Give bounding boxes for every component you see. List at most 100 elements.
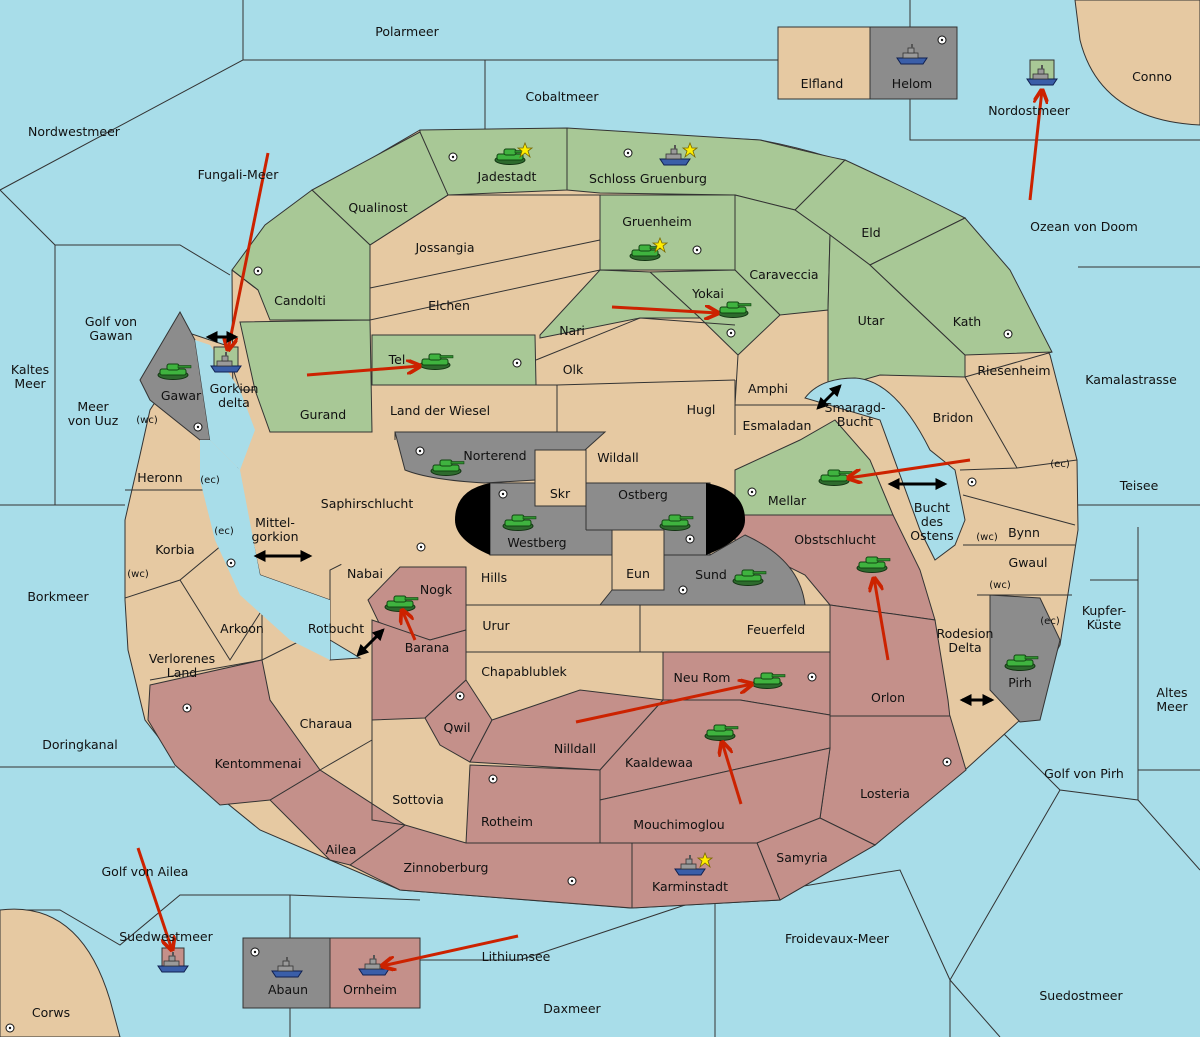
label-amphi: Amphi (748, 381, 788, 396)
supply-center-icon (967, 477, 977, 487)
label-kaaldewaa: Kaaldewaa (625, 755, 693, 770)
supply-center-icon (942, 757, 952, 767)
supply-center-icon (807, 672, 817, 682)
label-polarmeer: Polarmeer (375, 24, 439, 39)
impassable-west (455, 483, 490, 555)
region-candolti[interactable] (231, 189, 371, 321)
label-eld: Eld (861, 225, 880, 240)
region-corws[interactable] (0, 908, 121, 1037)
region-conno[interactable] (1074, 0, 1200, 126)
label-daxmeer: Daxmeer (543, 1001, 601, 1016)
supply-center-icon (567, 876, 577, 886)
region-orlon[interactable] (829, 604, 951, 719)
label-gruenheim: Gruenheim (622, 214, 692, 229)
supply-center-icon (498, 489, 508, 499)
label-eun: Eun (626, 566, 650, 581)
label-borkmeer: Borkmeer (27, 589, 89, 604)
label-charaua: Charaua (300, 716, 353, 731)
label-arkoon: Arkoon (220, 621, 264, 636)
region-eun[interactable] (611, 529, 665, 591)
supply-center-icon (455, 691, 465, 701)
label-losteria: Losteria (860, 786, 910, 801)
label-caraveccia: Caraveccia (749, 267, 818, 282)
label-skr: Skr (550, 486, 571, 501)
label-esmaladan: Esmaladan (743, 418, 812, 433)
label-norterend: Norterend (463, 448, 526, 463)
region-gruenheim[interactable] (599, 194, 736, 271)
move-arrow (874, 578, 890, 661)
label-golf-ailea: Golf von Ailea (102, 864, 189, 879)
region-skr[interactable] (534, 449, 587, 507)
label-hills: Hills (481, 570, 507, 585)
label-riesenheim: Riesenheim (977, 363, 1050, 378)
label-kupfer: Kupfer-Küste (1082, 603, 1126, 632)
label-neu-rom: Neu Rom (674, 670, 731, 685)
label-hugl: Hugl (687, 402, 716, 417)
label-golf-pirh: Golf von Pirh (1044, 766, 1124, 781)
supply-center-icon (692, 245, 702, 255)
label-tel: Tel (388, 352, 406, 367)
label-elchen: Elchen (428, 298, 470, 313)
label-westberg: Westberg (507, 535, 566, 550)
move-arrow (402, 610, 417, 641)
supply-center-icon (726, 328, 736, 338)
supply-center-icon (253, 266, 263, 276)
label-yokai: Yokai (691, 286, 724, 301)
red-regions (147, 514, 967, 909)
supply-center-icon (182, 703, 192, 713)
region-gurand[interactable] (239, 319, 373, 433)
label-jossangia: Jossangia (414, 240, 474, 255)
move-arrow (1028, 90, 1042, 201)
label-gwaul: Gwaul (1009, 555, 1048, 570)
label-mouchimoglou: Mouchimoglou (633, 817, 724, 832)
region-kentommenai[interactable] (147, 659, 321, 806)
label-suedwestmeer: Suedwestmeer (119, 929, 213, 944)
supply-center-icon (250, 947, 260, 957)
label-ec4: (ec) (1040, 616, 1060, 627)
supply-center-icon (416, 542, 426, 552)
label-nabai: Nabai (347, 566, 383, 581)
label-gawar: Gawar (161, 388, 202, 403)
region-rotheim[interactable] (465, 764, 601, 844)
label-helom: Helom (892, 76, 932, 91)
label-ostberg: Ostberg (618, 487, 668, 502)
label-wc2: (wc) (976, 532, 998, 543)
supply-center-icon (415, 446, 425, 456)
label-corws: Corws (32, 1005, 70, 1020)
label-orlon: Orlon (871, 690, 905, 705)
label-korbia: Korbia (155, 542, 194, 557)
move-arrow (848, 458, 971, 478)
label-ec3: (ec) (214, 526, 234, 537)
label-sottovia: Sottovia (392, 792, 444, 807)
supply-center-icon (747, 487, 757, 497)
label-land-wiesel: Land der Wiesel (390, 403, 490, 418)
water-mittelgorkion (200, 440, 330, 660)
label-suedostmeer: Suedostmeer (1039, 988, 1123, 1003)
label-heronn: Heronn (137, 470, 182, 485)
water-smaragd (804, 377, 966, 561)
label-mellar: Mellar (768, 493, 807, 508)
label-candolti: Candolti (274, 293, 326, 308)
supply-center-icon (678, 585, 688, 595)
region-karminstadt[interactable] (631, 842, 781, 909)
region-elfland[interactable] (777, 26, 871, 100)
label-cobaltmeer: Cobaltmeer (525, 89, 599, 104)
label-ec2: (ec) (1050, 459, 1070, 470)
label-olk: Olk (563, 362, 584, 377)
label-samyria: Samyria (776, 850, 827, 865)
region-kath[interactable] (869, 217, 1053, 356)
label-smaragd: Smaragd-Bucht (825, 400, 886, 429)
label-nari: Nari (559, 323, 585, 338)
label-bridon: Bridon (933, 410, 974, 425)
label-ozean: Ozean von Doom (1030, 219, 1138, 234)
label-bynn: Bynn (1008, 525, 1040, 540)
label-doringkanal: Doringkanal (42, 737, 117, 752)
label-nilldall: Nilldall (554, 741, 596, 756)
label-mittel: Mittel-gorkion (251, 515, 298, 544)
